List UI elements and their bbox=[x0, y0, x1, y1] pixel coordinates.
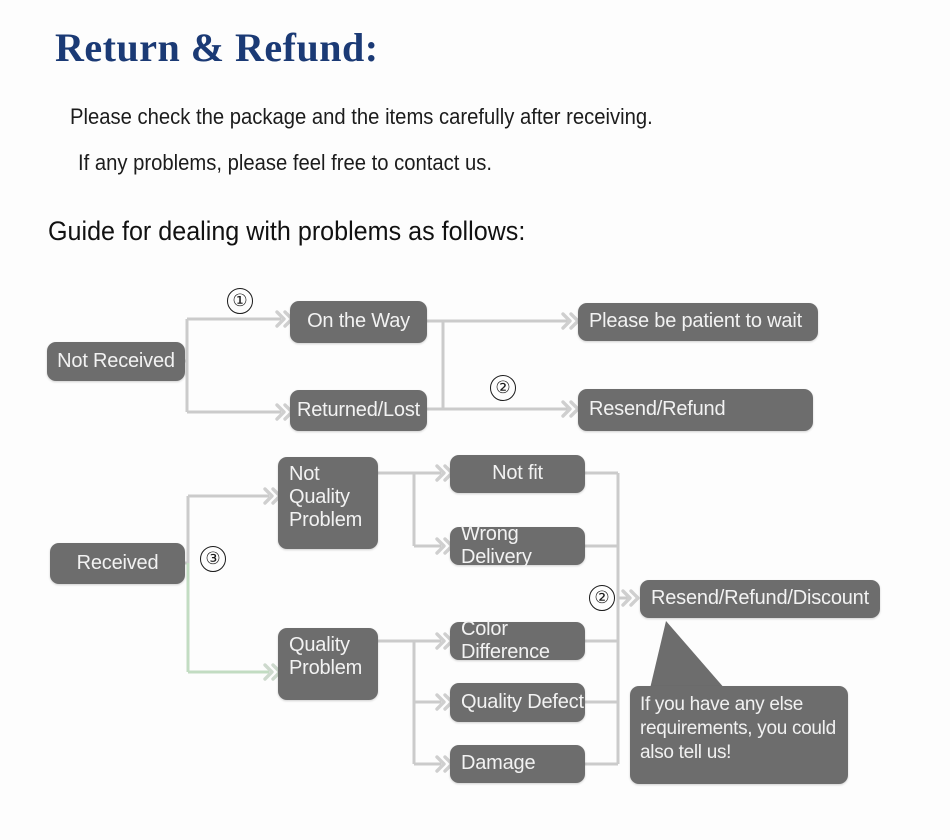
page-title: Return & Refund: bbox=[55, 25, 379, 70]
node-on-the-way[interactable]: On the Way bbox=[290, 301, 427, 343]
intro-line-1: Please check the package and the items c… bbox=[70, 104, 653, 129]
node-please-be-patient-to-wait[interactable]: Please be patient to wait bbox=[578, 303, 818, 341]
node-quality-problem[interactable]: Quality Problem bbox=[278, 628, 378, 700]
node-resend-refund-discount[interactable]: Resend/Refund/Discount bbox=[640, 580, 880, 618]
arrow-to-please-wait bbox=[561, 312, 580, 330]
node-not-received[interactable]: Not Received bbox=[47, 342, 185, 381]
node-returned-lost[interactable]: Returned/Lost bbox=[290, 390, 427, 431]
node-damage[interactable]: Damage bbox=[450, 745, 585, 783]
node-color-difference[interactable]: Color Difference bbox=[450, 618, 585, 663]
step-marker-1: ① bbox=[227, 288, 253, 314]
step-marker-3: ③ bbox=[200, 546, 226, 572]
intro-line-2: If any problems, please feel free to con… bbox=[78, 150, 493, 175]
node-resend-refund[interactable]: Resend/Refund bbox=[578, 389, 813, 431]
node-not-quality-problem[interactable]: Not Quality Problem bbox=[278, 457, 378, 549]
node-received[interactable]: Received bbox=[50, 543, 185, 584]
node-not-fit[interactable]: Not fit bbox=[450, 455, 585, 493]
callout-bubble: If you have any else requirements, you c… bbox=[630, 686, 848, 784]
node-wrong-delivery[interactable]: Wrong Delivery bbox=[450, 523, 585, 568]
step-marker-2-bottom: ② bbox=[589, 585, 615, 611]
guide-heading: Guide for dealing with problems as follo… bbox=[48, 216, 526, 246]
arrow-to-resend-refund bbox=[561, 400, 580, 418]
step-marker-2-top: ② bbox=[490, 375, 516, 401]
arrow-to-resend-refund-discount bbox=[621, 589, 640, 607]
node-quality-defect[interactable]: Quality Defect bbox=[450, 683, 585, 722]
